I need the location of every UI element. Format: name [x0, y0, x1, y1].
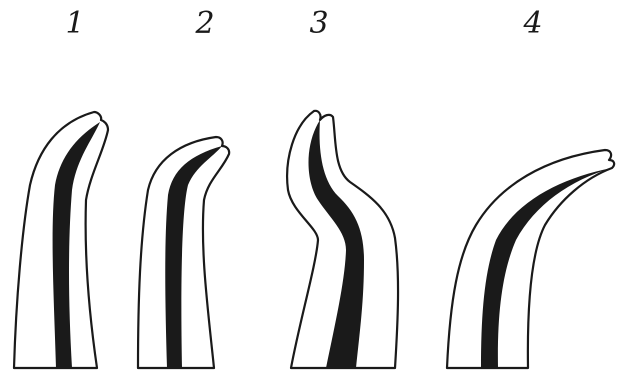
panel-4-number: 4	[518, 6, 548, 42]
panel-1-drawing	[14, 112, 108, 368]
panel-2-number: 2	[190, 6, 220, 42]
panel-4-outline	[447, 150, 614, 368]
panel-3-number: 3	[304, 6, 334, 42]
panel-4-drawing	[447, 150, 614, 368]
panel-3-drawing	[287, 111, 398, 368]
panel-1-number: 1	[60, 6, 90, 42]
panel-2-drawing	[138, 137, 229, 368]
